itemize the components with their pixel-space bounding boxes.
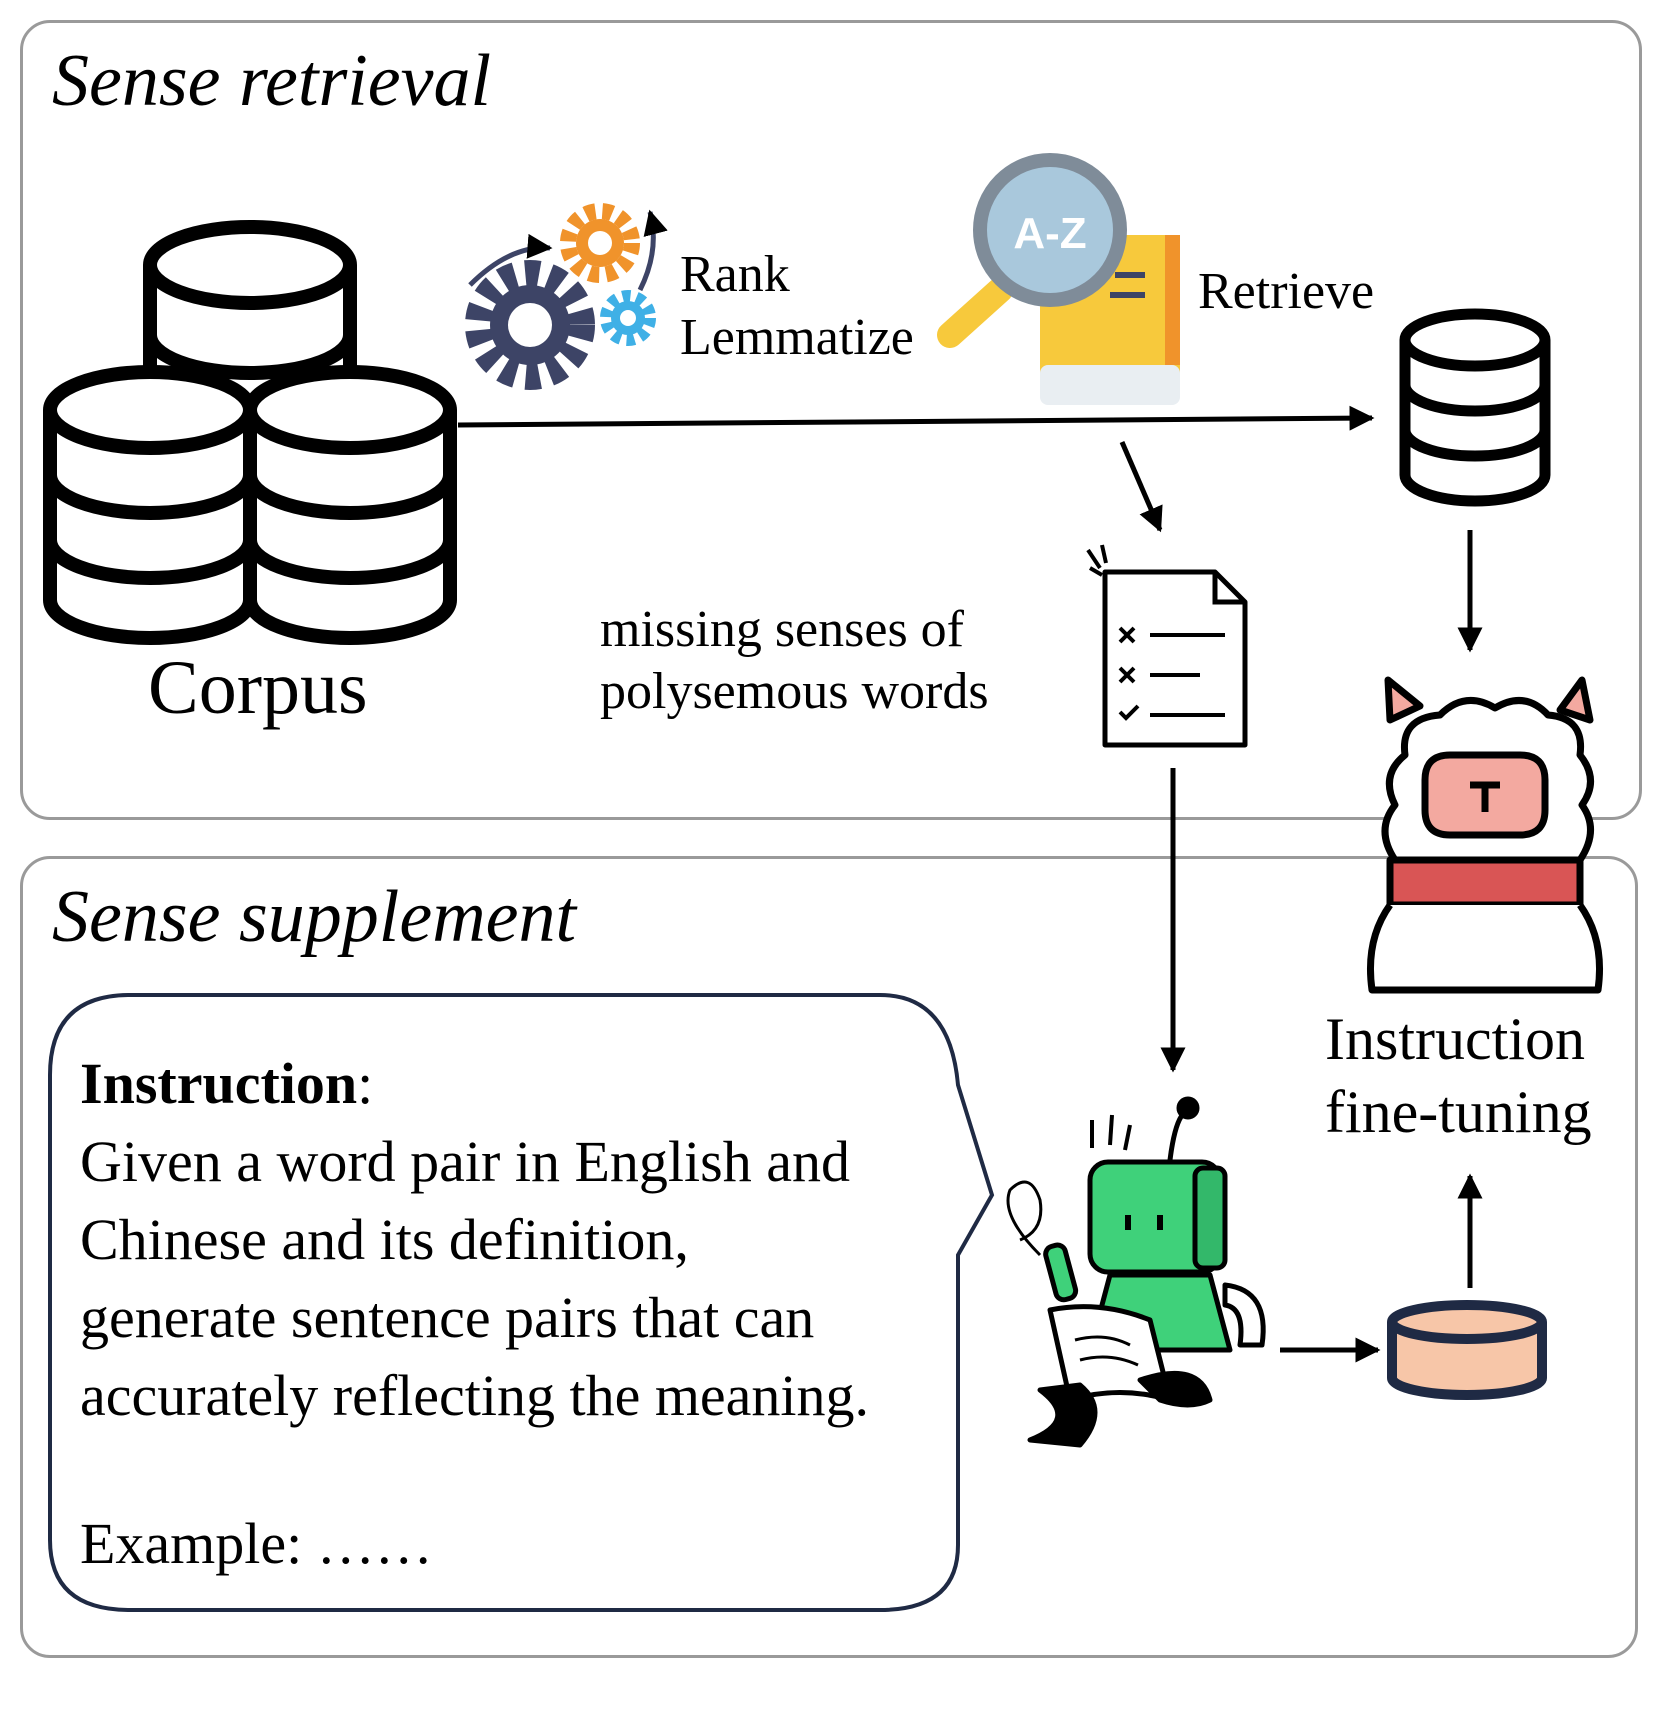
instruction-line: Chinese and its definition, <box>80 1207 689 1272</box>
checklist-document-icon <box>1086 544 1248 748</box>
instruction-example: Example: …… <box>80 1511 433 1576</box>
missing-senses-label-line1: missing senses of <box>600 601 964 658</box>
instruction-heading-line: Instruction: <box>80 1045 960 1123</box>
instruction-colon: : <box>357 1051 374 1116</box>
llama-icon <box>1366 676 1604 994</box>
arrow-to-checklist <box>1119 441 1163 533</box>
corpus-label: Corpus <box>148 646 368 730</box>
dictionary-search-icon <box>937 153 1180 405</box>
flow-arrows <box>457 405 1483 1363</box>
retrieved-database-icon <box>1399 308 1551 507</box>
finetuning-label-line1: Instruction <box>1325 1006 1585 1072</box>
instruction-text-block: Instruction: Given a word pair in Englis… <box>80 1045 960 1583</box>
instruction-speech-bubble <box>48 993 995 1612</box>
instruction-line: Given a word pair in English and <box>80 1129 850 1194</box>
robot-writer-icon <box>1006 1096 1266 1448</box>
corpus-database-icon <box>43 220 457 645</box>
missing-senses-label-line2: polysemous words <box>600 663 989 720</box>
magnifier-label: A-Z <box>1013 209 1086 258</box>
instruction-heading: Instruction <box>80 1051 358 1116</box>
generated-dataset-icon <box>1387 1300 1547 1400</box>
rank-label: Rank <box>680 246 790 303</box>
sense-supplement-title: Sense supplement <box>52 876 577 958</box>
sense-retrieval-title: Sense retrieval <box>52 40 492 122</box>
arrow-corpus-to-database <box>457 405 1375 431</box>
gears-icon <box>465 203 668 390</box>
retrieve-label: Retrieve <box>1198 263 1375 320</box>
lemmatize-label: Lemmatize <box>680 309 914 366</box>
finetuning-label-line2: fine-tuning <box>1325 1079 1592 1145</box>
instruction-line: generate sentence pairs that can <box>80 1285 815 1350</box>
instruction-line: accurately reflecting the meaning. <box>80 1363 870 1428</box>
